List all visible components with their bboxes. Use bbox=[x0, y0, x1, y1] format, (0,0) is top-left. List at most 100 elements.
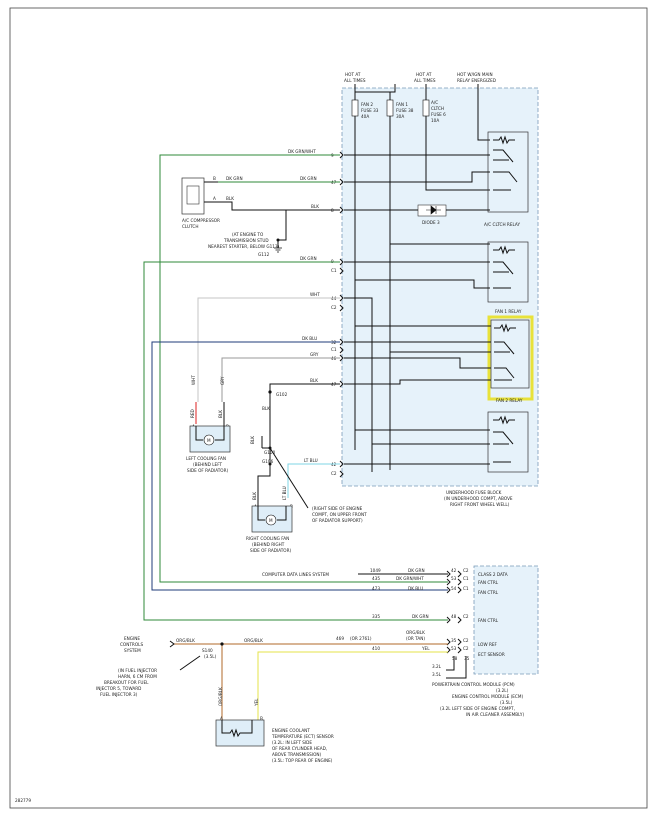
svg-text:BLK: BLK bbox=[218, 410, 223, 418]
svg-text:1049: 1049 bbox=[370, 568, 381, 573]
svg-text:3.5L: 3.5L bbox=[432, 672, 442, 677]
fan-2-relay: FAN 2 RELAY bbox=[487, 315, 534, 403]
svg-text:LEFT COOLING FAN: LEFT COOLING FAN bbox=[186, 456, 226, 461]
splice-s140 bbox=[220, 642, 224, 646]
svg-text:A/C: A/C bbox=[431, 100, 438, 105]
svg-text:RED: RED bbox=[190, 409, 195, 418]
svg-text:(3.2L LEFT SIDE OF ENGINE COMP: (3.2L LEFT SIDE OF ENGINE COMPT, bbox=[440, 706, 515, 711]
ac-wire-label-dkgrn: DK GRN bbox=[226, 176, 243, 181]
wire-gry bbox=[221, 357, 340, 402]
svg-text:435: 435 bbox=[372, 576, 380, 581]
left-cooling-fan: WHT GRY RED BLK A B M LEFT COOLING FAN (… bbox=[186, 375, 231, 473]
svg-text:GRY: GRY bbox=[220, 376, 225, 385]
wire-label-blk-v: BLK bbox=[262, 406, 270, 411]
svg-text:30A: 30A bbox=[396, 114, 404, 119]
svg-text:410: 410 bbox=[372, 646, 380, 651]
wire-label-wht: WHT bbox=[310, 292, 320, 297]
svg-text:COMPT, ON UPPER FRONT: COMPT, ON UPPER FRONT bbox=[312, 512, 367, 517]
wire-label-org-blk-1: ORG/BLK bbox=[176, 638, 195, 643]
figure-id: 282779 bbox=[15, 798, 31, 803]
svg-text:ECT SENSOR: ECT SENSOR bbox=[478, 652, 505, 657]
svg-text:335: 335 bbox=[372, 614, 380, 619]
svg-text:54: 54 bbox=[451, 586, 457, 591]
svg-text:53: 53 bbox=[451, 646, 457, 651]
motor-icon: M bbox=[207, 438, 211, 443]
svg-text:(3.5L: TOP REAR OF ENGINE): (3.5L: TOP REAR OF ENGINE) bbox=[272, 758, 333, 763]
wire-label-dk-grn-2: DK GRN bbox=[300, 256, 317, 261]
svg-text:YEL: YEL bbox=[254, 698, 259, 707]
wire-label-org-blk-2: ORG/BLK bbox=[244, 638, 263, 643]
ground-g100: BLK G100 G106 bbox=[250, 436, 309, 509]
svg-text:LT BLU: LT BLU bbox=[282, 486, 287, 500]
svg-text:M: M bbox=[269, 518, 273, 523]
svg-text:WHT: WHT bbox=[191, 375, 196, 385]
pcm-module bbox=[473, 565, 539, 675]
svg-text:CLUTCH: CLUTCH bbox=[182, 224, 199, 229]
fuse-block-title-2: (IN UNDERHOOD COMPT, ABOVE bbox=[444, 496, 513, 501]
svg-text:CLTCH: CLTCH bbox=[431, 106, 444, 111]
svg-text:FUSE 38: FUSE 38 bbox=[396, 108, 414, 113]
svg-text:FAN 2: FAN 2 bbox=[361, 102, 373, 107]
svg-text:C1: C1 bbox=[331, 268, 337, 273]
svg-text:G112: G112 bbox=[258, 252, 270, 257]
svg-text:58: 58 bbox=[452, 656, 458, 661]
svg-text:B: B bbox=[260, 716, 263, 721]
svg-text:(3.2L: IN LEFT SIDE: (3.2L: IN LEFT SIDE bbox=[272, 740, 312, 745]
svg-text:40A: 40A bbox=[361, 114, 369, 119]
svg-text:3.2L: 3.2L bbox=[432, 664, 442, 669]
svg-text:SIDE OF RADIATOR): SIDE OF RADIATOR) bbox=[187, 468, 228, 473]
wire-lt-blu bbox=[287, 463, 340, 498]
right-cooling-fan: BLK LT BLU A B M RIGHT COOLING FAN (BEHI… bbox=[246, 486, 293, 553]
wire-dk-grn-wht bbox=[159, 154, 448, 583]
svg-text:B: B bbox=[213, 176, 216, 181]
svg-text:INJECTOR 5, TOWARD: INJECTOR 5, TOWARD bbox=[96, 686, 141, 691]
svg-text:TRANSMISSION STUD: TRANSMISSION STUD bbox=[223, 238, 269, 243]
svg-text:35: 35 bbox=[451, 638, 457, 643]
hot-label-1: HOT AT bbox=[345, 72, 361, 77]
hot-label-2: HOT AT bbox=[416, 72, 432, 77]
svg-text:FAN CTRL: FAN CTRL bbox=[478, 580, 499, 585]
svg-text:ABOVE TRANSMISSION): ABOVE TRANSMISSION) bbox=[272, 752, 322, 757]
svg-text:35: 35 bbox=[464, 656, 470, 661]
pcm-row-4: 335 DK GRN 48 C2 FAN CTRL bbox=[372, 614, 499, 623]
svg-text:ENGINE COOLANT: ENGINE COOLANT bbox=[272, 728, 310, 733]
svg-text:C1: C1 bbox=[463, 586, 469, 591]
svg-text:DK GRN/WHT: DK GRN/WHT bbox=[396, 576, 424, 581]
svg-text:FUSE 6: FUSE 6 bbox=[431, 112, 446, 117]
fuse-block-pins: 9 47 8 9 C1 44 C2 32 C1 46 47 42 C2 bbox=[331, 153, 337, 476]
svg-text:(RIGHT SIDE OF ENGINE: (RIGHT SIDE OF ENGINE bbox=[312, 506, 363, 511]
svg-text:48: 48 bbox=[451, 614, 457, 619]
fuse-block-title-1: UNDERHOOD FUSE BLOCK bbox=[446, 490, 502, 495]
svg-text:FAN 2 RELAY: FAN 2 RELAY bbox=[496, 398, 523, 403]
g102-splice: G102 bbox=[268, 390, 288, 397]
wire-wht bbox=[197, 297, 340, 402]
fuse-33: FAN 2 FUSE 33 40A bbox=[351, 99, 379, 119]
computer-data-lines-label: COMPUTER DATA LINES SYSTEM bbox=[262, 572, 329, 577]
svg-text:OF RADIATOR SUPPORT): OF RADIATOR SUPPORT) bbox=[312, 518, 363, 523]
wire-label-gry: GRY bbox=[310, 352, 319, 357]
svg-text:(IN FUEL INJECTOR: (IN FUEL INJECTOR bbox=[118, 668, 157, 673]
svg-text:BLK: BLK bbox=[252, 492, 257, 500]
svg-text:IN AIR CLEANER ASSEMBLY): IN AIR CLEANER ASSEMBLY) bbox=[466, 712, 524, 717]
svg-text:DK GRN: DK GRN bbox=[408, 568, 425, 573]
svg-text:FAN CTRL: FAN CTRL bbox=[478, 618, 499, 623]
ground-note: (RIGHT SIDE OF ENGINE COMPT, ON UPPER FR… bbox=[312, 506, 367, 523]
svg-text:BREAKOUT FOR FUEL: BREAKOUT FOR FUEL bbox=[104, 680, 149, 685]
svg-text:CONTROLS: CONTROLS bbox=[120, 642, 143, 647]
ect-sensor: ORG/BLK YEL A B ENGINE COOLANT TEMPERATU… bbox=[215, 687, 334, 763]
wire-label-blk-1: BLK bbox=[311, 204, 319, 209]
svg-text:BLK: BLK bbox=[250, 436, 255, 444]
wire-label-blk-47: BLK bbox=[310, 378, 318, 383]
fan-3-relay bbox=[487, 411, 529, 473]
svg-text:OF REAR CYLINDER HEAD,: OF REAR CYLINDER HEAD, bbox=[272, 746, 327, 751]
svg-text:G102: G102 bbox=[276, 392, 288, 397]
ac-wire-label-blk: BLK bbox=[226, 196, 234, 201]
wire-label-dk-grn-wht: DK GRN/WHT bbox=[288, 149, 316, 154]
svg-text:DK BLU: DK BLU bbox=[408, 586, 423, 591]
hot-label-3: HOT W/IGN MAIN bbox=[457, 72, 493, 77]
svg-text:(3.2L): (3.2L) bbox=[496, 688, 509, 693]
fan-1-relay: FAN 1 RELAY bbox=[487, 241, 529, 314]
svg-text:FUEL INJECTOR 3): FUEL INJECTOR 3) bbox=[100, 692, 138, 697]
hot-label-1b: ALL TIMES bbox=[344, 78, 366, 83]
